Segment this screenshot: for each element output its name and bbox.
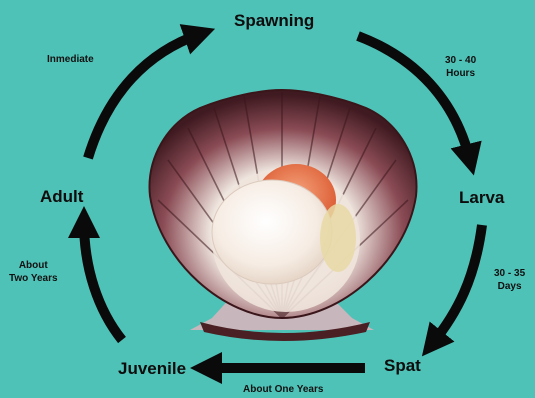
scallop-shell-image: [150, 90, 417, 341]
duration-larva-to-spat: 30 - 35 Days: [494, 268, 525, 293]
stage-label-spawning: Spawning: [234, 12, 314, 29]
duration-juvenile-to-adult-line1: About: [9, 260, 58, 273]
duration-spawning-to-larva-line2: Hours: [445, 68, 476, 81]
stage-label-adult: Adult: [40, 188, 83, 205]
stage-label-spat: Spat: [384, 357, 421, 374]
arrow-larva-to-spat: [432, 225, 482, 344]
arrow-juvenile-to-adult: [84, 222, 122, 340]
duration-spawning-to-larva-line1: 30 - 40: [445, 55, 476, 68]
duration-larva-to-spat-line2: Days: [494, 281, 525, 294]
duration-spat-to-juvenile: About One Years: [243, 384, 323, 397]
stage-label-larva: Larva: [459, 189, 504, 206]
stage-label-juvenile: Juvenile: [118, 360, 186, 377]
duration-juvenile-to-adult-line2: Two Years: [9, 273, 58, 286]
duration-spawning-to-larva: 30 - 40 Hours: [445, 55, 476, 80]
duration-adult-to-spawning: Inmediate: [47, 54, 94, 67]
duration-juvenile-to-adult: About Two Years: [9, 260, 58, 285]
duration-larva-to-spat-line1: 30 - 35: [494, 268, 525, 281]
